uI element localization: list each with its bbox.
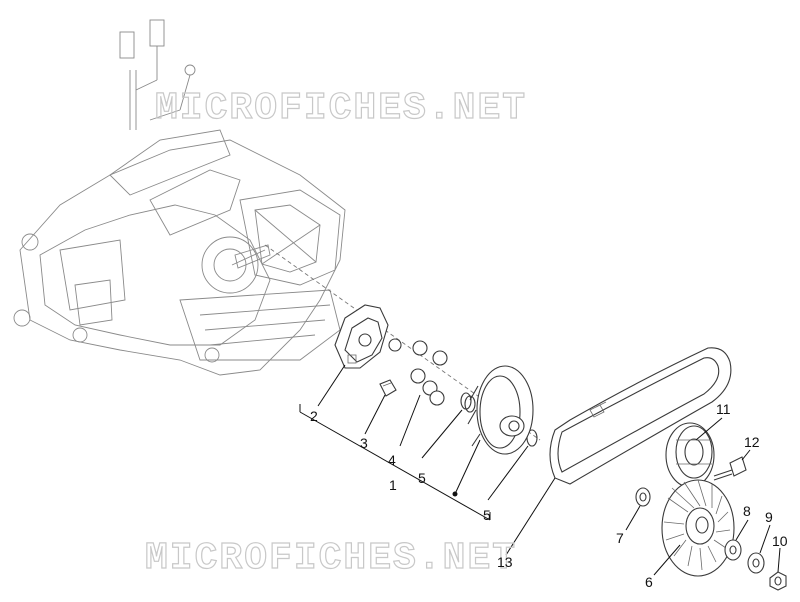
part-4-rollers (388, 338, 448, 406)
watermark-bottom: MICROFICHES.NET (145, 537, 517, 580)
part-7-washer (635, 487, 651, 507)
callout-2: 2 (310, 408, 318, 424)
callout-12: 12 (744, 434, 760, 450)
part-11-driven-pulley (665, 422, 715, 488)
callout-5-left: 5 (418, 470, 426, 486)
callout-13: 13 (497, 554, 513, 570)
leader-lines (299, 364, 781, 576)
part-8-washer (724, 539, 742, 561)
part-12-bolt (713, 456, 747, 481)
callout-6: 6 (645, 574, 653, 590)
callout-4: 4 (388, 452, 396, 468)
part-6-fan-pulley (661, 479, 735, 577)
callout-9: 9 (765, 509, 773, 525)
callout-1: 1 (389, 477, 397, 493)
callout-7: 7 (616, 530, 624, 546)
part-3-slider (379, 379, 397, 397)
callout-11: 11 (716, 401, 731, 417)
part-1-variator-pulley (467, 365, 534, 455)
callout-8: 8 (743, 503, 751, 519)
part-2-cam-plate (334, 304, 389, 369)
engine-assembly (13, 19, 346, 376)
callout-5-right: 5 (483, 507, 491, 523)
callout-10: 10 (772, 533, 788, 549)
part-5-circlip-a (460, 392, 476, 413)
part-10-nut (769, 571, 787, 591)
leader-dot (452, 491, 458, 497)
part-9-washer (747, 552, 765, 574)
watermark-top: MICROFICHES.NET (155, 87, 527, 130)
part-13-drive-belt (549, 347, 732, 485)
callout-3: 3 (360, 435, 368, 451)
